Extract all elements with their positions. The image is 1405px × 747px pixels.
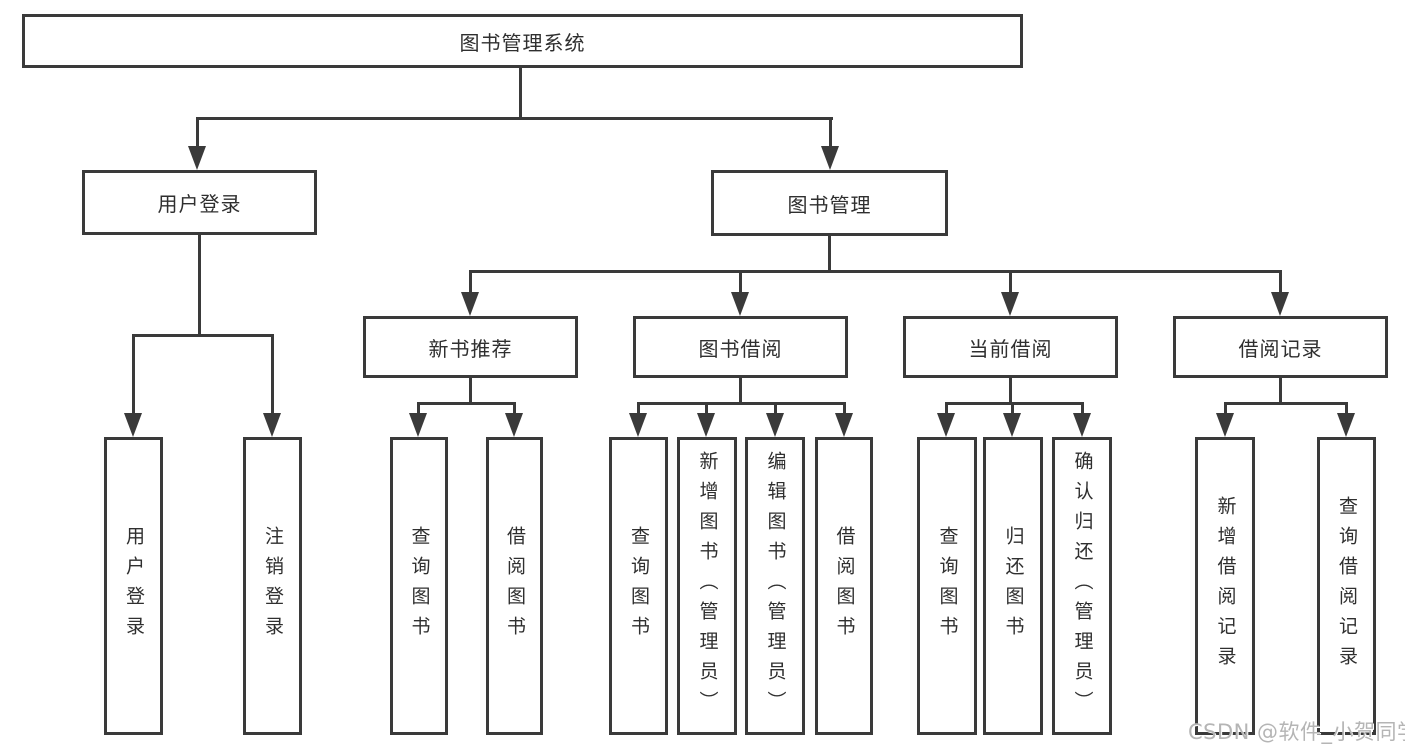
node-new-book-recommend: 新书推荐 [363, 316, 578, 378]
edge-drop-leaf-user-login [132, 334, 135, 416]
edge-drop-borrowing-records [1279, 270, 1282, 297]
leaf-nbr-query-books: 查询图书 [390, 437, 448, 735]
edge-drop-cb-confirm [1081, 402, 1084, 417]
leaf-bb-edit-books-admin: 编辑图书（管理员） [745, 437, 805, 735]
leaf-br-add-record: 新增借阅记录 [1195, 437, 1255, 735]
arrow-down-icon [188, 146, 206, 170]
node-book-borrowing-label: 图书借阅 [698, 336, 783, 361]
leaf-br-query-record: 查询借阅记录 [1317, 437, 1376, 735]
edge-br-stem [1279, 378, 1282, 405]
leaf-user-login: 用户登录 [104, 437, 163, 735]
edge-br-rail [1224, 402, 1348, 405]
leaf-nbr-borrow-books-label: 借阅图书 [504, 526, 526, 646]
arrow-down-icon [821, 146, 839, 170]
node-book-management-label: 图书管理 [787, 192, 872, 217]
arrow-down-icon [1073, 413, 1091, 437]
edge-drop-nbr-borrow [513, 402, 516, 417]
edge-drop-bb-query [637, 402, 640, 417]
node-borrowing-records-label: 借阅记录 [1238, 336, 1323, 361]
edge-drop-new-book-recommend [469, 270, 472, 297]
edge-cb-stem [1009, 378, 1012, 405]
leaf-bb-borrow-books: 借阅图书 [815, 437, 873, 735]
node-root-label: 图书管理系统 [459, 30, 586, 55]
node-user-login: 用户登录 [82, 170, 317, 235]
arrow-down-icon [263, 413, 281, 437]
node-current-borrowing: 当前借阅 [903, 316, 1118, 378]
leaf-cb-return-books-label: 归还图书 [1002, 526, 1025, 646]
edge-drop-cb-query [945, 402, 948, 417]
edge-root-stem [519, 67, 522, 118]
arrow-down-icon [937, 413, 955, 437]
leaf-br-add-record-label: 新增借阅记录 [1214, 496, 1237, 676]
edge-drop-cb-return [1011, 402, 1014, 417]
arrow-down-icon [124, 413, 142, 437]
edge-drop-book-borrowing [739, 270, 742, 297]
edge-drop-bb-add [705, 402, 708, 417]
arrow-down-icon [1271, 292, 1289, 316]
arrow-down-icon [1216, 413, 1234, 437]
edge-drop-br-add [1224, 402, 1227, 417]
edge-drop-current-borrowing [1009, 270, 1012, 297]
leaf-logout-label: 注销登录 [262, 526, 284, 646]
node-current-borrowing-label: 当前借阅 [968, 336, 1053, 361]
arrow-down-icon [766, 413, 784, 437]
arrow-down-icon [1003, 413, 1021, 437]
node-user-login-label: 用户登录 [157, 192, 242, 216]
node-book-management: 图书管理 [711, 170, 948, 236]
edge-drop-bb-edit [774, 402, 777, 417]
edge-user-login-rail [132, 334, 274, 337]
leaf-user-login-label: 用户登录 [123, 526, 145, 646]
edge-nbr-stem [469, 378, 472, 405]
arrow-down-icon [629, 413, 647, 437]
edge-nbr-rail [417, 402, 516, 405]
leaf-bb-add-books-admin-label: 新增图书（管理员） [696, 451, 719, 721]
arrow-down-icon [1337, 413, 1355, 437]
edge-root-rail [196, 117, 833, 120]
arrow-down-icon [697, 413, 715, 437]
node-new-book-recommend-label: 新书推荐 [428, 336, 513, 361]
arrow-down-icon [731, 292, 749, 316]
edge-cb-rail [945, 402, 1084, 405]
edge-drop-br-query [1345, 402, 1348, 417]
leaf-bb-query-books: 查询图书 [609, 437, 668, 735]
edge-bb-stem [739, 378, 742, 405]
leaf-bb-borrow-books-label: 借阅图书 [833, 526, 856, 646]
edge-drop-user-login [196, 117, 199, 150]
arrow-down-icon [1001, 292, 1019, 316]
leaf-cb-query-books: 查询图书 [917, 437, 977, 735]
leaf-cb-return-books: 归还图书 [983, 437, 1043, 735]
edge-bb-rail [637, 402, 846, 405]
leaf-nbr-query-books-label: 查询图书 [408, 526, 431, 646]
watermark-text: CSDN @软件_小贺同学 [1188, 720, 1405, 744]
node-root: 图书管理系统 [22, 14, 1023, 68]
edge-user-login-stem [198, 235, 201, 336]
edge-drop-bb-borrow [843, 402, 846, 417]
leaf-br-query-record-label: 查询借阅记录 [1336, 496, 1358, 676]
leaf-bb-add-books-admin: 新增图书（管理员） [677, 437, 737, 735]
leaf-bb-query-books-label: 查询图书 [628, 526, 650, 646]
leaf-cb-confirm-return-admin: 确认归还（管理员） [1052, 437, 1112, 735]
arrow-down-icon [461, 292, 479, 316]
leaf-nbr-borrow-books: 借阅图书 [486, 437, 543, 735]
arrow-down-icon [505, 413, 523, 437]
edge-drop-book-management [829, 117, 832, 150]
edge-book-management-stem [828, 236, 831, 273]
node-borrowing-records: 借阅记录 [1173, 316, 1388, 378]
leaf-cb-query-books-label: 查询图书 [936, 526, 959, 646]
edge-drop-leaf-logout [271, 334, 274, 416]
arrow-down-icon [835, 413, 853, 437]
node-book-borrowing: 图书借阅 [633, 316, 848, 378]
edge-book-management-rail [469, 270, 1282, 273]
leaf-bb-edit-books-admin-label: 编辑图书（管理员） [764, 451, 787, 721]
edge-drop-nbr-query [417, 402, 420, 417]
leaf-logout: 注销登录 [243, 437, 302, 735]
leaf-cb-confirm-return-admin-label: 确认归还（管理员） [1071, 451, 1094, 721]
arrow-down-icon [409, 413, 427, 437]
